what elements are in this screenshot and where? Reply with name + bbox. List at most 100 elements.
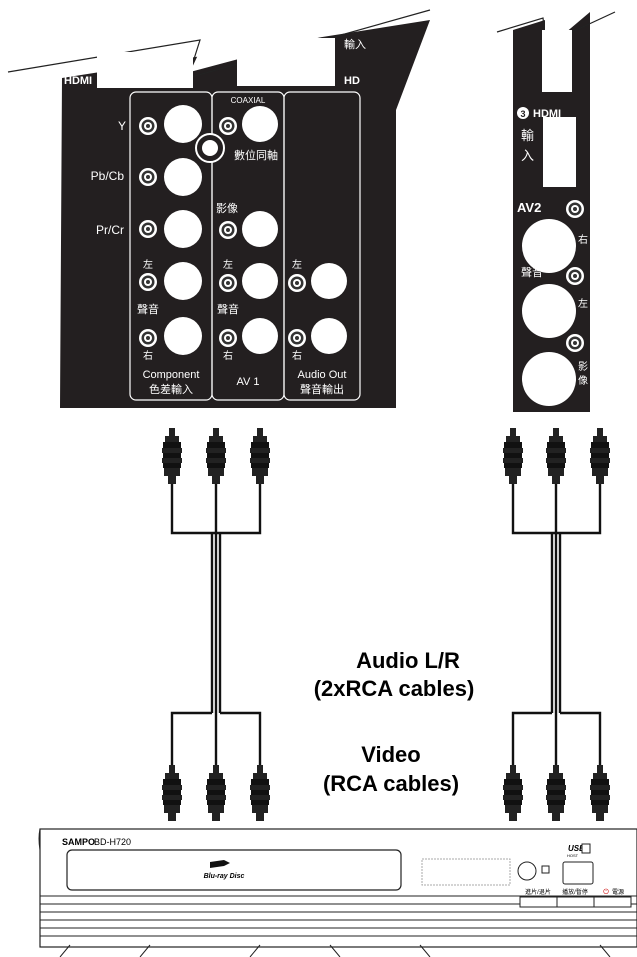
side-hdmi-port-top bbox=[542, 30, 572, 92]
av2-audio-l-socket bbox=[522, 284, 576, 338]
component-y-jack bbox=[139, 117, 157, 135]
bluray-logo-icon bbox=[210, 860, 230, 868]
cable-bundle-left bbox=[162, 428, 270, 821]
rca-plug-right-1 bbox=[503, 428, 523, 484]
av1-audio-r-socket bbox=[242, 318, 278, 354]
audio-out-l-jack bbox=[288, 274, 306, 292]
coaxial-jack bbox=[219, 117, 237, 135]
av2-audio-l-jack bbox=[566, 267, 584, 285]
component-audio-l-socket bbox=[164, 262, 202, 300]
standby-indicator bbox=[541, 865, 550, 874]
usb-label: USB bbox=[568, 844, 585, 853]
cable-bundle-right bbox=[503, 428, 610, 821]
component-audio-label: 聲音 bbox=[137, 302, 159, 316]
tv-rear-panel-left: HDMI HD 輸入 Y Pb/Cb Pr/Cr 左 聲音 右 Componen… bbox=[0, 0, 637, 408]
input-label-partial: 輸入 bbox=[344, 37, 366, 51]
component-pb-jack bbox=[139, 168, 157, 186]
coaxial-zh-label: 數位同軸 bbox=[234, 148, 278, 162]
rca-plug-left-5 bbox=[206, 765, 226, 821]
audio-out-r-socket bbox=[311, 318, 347, 354]
audio-out-title-zh: 聲音輸出 bbox=[300, 382, 344, 396]
hdmi-port-2 bbox=[237, 38, 335, 86]
tv-side-panel-right: 3 HDMI 輸 入 AV2 右 聲音 左 影 像 bbox=[495, 0, 637, 412]
play-pause-label: 播放/暫停 bbox=[562, 888, 588, 896]
av2-video-label-2: 像 bbox=[578, 375, 588, 387]
video-caption-sub: (RCA cables) bbox=[323, 771, 459, 796]
component-left-label: 左 bbox=[143, 258, 153, 271]
av1-audio-l-socket bbox=[242, 263, 278, 299]
rca-plug-right-4 bbox=[503, 765, 523, 821]
play-pause-button[interactable] bbox=[556, 896, 595, 908]
av2-video-jack bbox=[566, 334, 584, 352]
front-display bbox=[421, 858, 511, 886]
coaxial-socket bbox=[242, 106, 278, 142]
component-right-label: 右 bbox=[143, 349, 153, 362]
side-input-label-1: 輸 bbox=[521, 128, 534, 143]
hdmi-number: 3 bbox=[520, 109, 525, 119]
av2-audio-label: 聲音 bbox=[521, 265, 543, 279]
model-label: BD-H720 bbox=[94, 837, 131, 847]
av2-audio-r-socket bbox=[522, 219, 576, 273]
av1-title: AV 1 bbox=[236, 376, 259, 388]
rca-plug-left-6 bbox=[250, 765, 270, 821]
rca-plug-right-6 bbox=[590, 765, 610, 821]
rca-plug-right-2 bbox=[546, 428, 566, 484]
component-audio-r-socket bbox=[164, 317, 202, 355]
bluray-player: SAMPO BD-H720 Blu-ray Disc USB HOST 進片/退… bbox=[38, 828, 637, 957]
eject-button[interactable] bbox=[519, 896, 558, 908]
component-title: Component bbox=[143, 369, 200, 381]
component-pr-jack bbox=[139, 220, 157, 238]
av2-left-label: 左 bbox=[578, 297, 588, 310]
audio-out-left-label: 左 bbox=[292, 258, 302, 271]
hdmi-label-left: HDMI bbox=[64, 75, 92, 87]
av2-label: AV2 bbox=[517, 200, 541, 215]
av1-right-label: 右 bbox=[223, 349, 233, 362]
audio-caption-sub: (2xRCA cables) bbox=[314, 676, 475, 701]
component-pb-label: Pb/Cb bbox=[91, 169, 125, 183]
av2-video-socket bbox=[522, 352, 576, 406]
rca-plug-left-3 bbox=[250, 428, 270, 484]
usb-port[interactable] bbox=[562, 861, 594, 885]
audio-out-right-label: 右 bbox=[292, 349, 302, 362]
rca-plug-left-4 bbox=[162, 765, 182, 821]
power-icon: ⏻ bbox=[603, 888, 609, 896]
side-input-label-2: 入 bbox=[521, 148, 534, 163]
component-pr-label: Pr/Cr bbox=[96, 223, 124, 237]
hdmi-port-1 bbox=[97, 52, 193, 88]
component-audio-r-jack bbox=[139, 329, 157, 347]
av2-right-label: 右 bbox=[578, 233, 588, 246]
av1-audio-label: 聲音 bbox=[217, 302, 239, 316]
ir-sensor bbox=[517, 861, 537, 881]
rca-plug-left-2 bbox=[206, 428, 226, 484]
component-pr-socket bbox=[164, 210, 202, 248]
usb-host-label: HOST bbox=[567, 853, 579, 858]
power-button[interactable] bbox=[593, 896, 632, 908]
brand-logo: SAMPO bbox=[62, 837, 95, 847]
side-hdmi-port bbox=[543, 117, 576, 187]
av1-audio-l-jack bbox=[219, 274, 237, 292]
av2-audio-r-jack bbox=[566, 200, 584, 218]
hdmi-label-right: HD bbox=[344, 75, 360, 87]
rca-plug-left-1 bbox=[162, 428, 182, 484]
audio-out-title: Audio Out bbox=[298, 369, 347, 381]
component-pb-socket bbox=[164, 158, 202, 196]
av1-left-label: 左 bbox=[223, 258, 233, 271]
av1-audio-r-jack bbox=[219, 329, 237, 347]
disc-tray[interactable] bbox=[66, 849, 402, 891]
audio-out-l-socket bbox=[311, 263, 347, 299]
usb-icon bbox=[581, 843, 591, 854]
component-y-socket bbox=[164, 105, 202, 143]
audio-out-r-jack bbox=[288, 329, 306, 347]
power-label: 電源 bbox=[612, 888, 624, 896]
component-title-zh: 色差輸入 bbox=[149, 382, 193, 396]
rca-plug-right-3 bbox=[590, 428, 610, 484]
av1-video-jack bbox=[219, 221, 237, 239]
av2-video-label-1: 影 bbox=[578, 361, 588, 373]
av1-video-label: 影像 bbox=[216, 202, 238, 215]
audio-caption-title: Audio L/R bbox=[356, 648, 460, 673]
component-y-label: Y bbox=[118, 119, 126, 133]
bluray-logo-text: Blu-ray Disc bbox=[204, 873, 245, 880]
eject-label: 進片/退片 bbox=[525, 888, 551, 896]
av1-video-socket bbox=[242, 211, 278, 247]
